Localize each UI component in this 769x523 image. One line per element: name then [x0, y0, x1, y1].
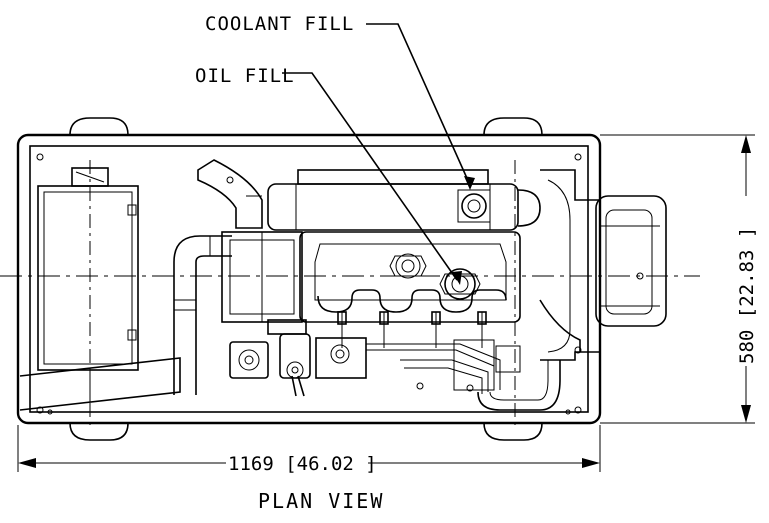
- depth-dimension-label: 580 [22.83 ]: [736, 227, 758, 364]
- exhaust-pipe: [19, 357, 181, 411]
- oil-fill-cap: [439, 268, 481, 300]
- width-dimension: [17, 425, 601, 472]
- heat-exchanger: [267, 169, 541, 231]
- view-title: PLAN VIEW: [258, 489, 384, 513]
- oil-filter: [229, 333, 311, 397]
- depth-dimension: [600, 134, 755, 424]
- coolant-fill-label: COOLANT FILL: [205, 13, 354, 35]
- generator-housing: [37, 167, 139, 371]
- flywheel-housing: [539, 169, 667, 361]
- base-frame: [16, 117, 602, 441]
- fuel-injector-lines: [317, 289, 507, 348]
- oil-fill-label: OIL FILL: [195, 65, 295, 87]
- coolant-fill-leader: [366, 23, 475, 190]
- coolant-fill-cap: [457, 189, 491, 223]
- width-dimension-label: 1169 [46.02 ]: [228, 453, 377, 475]
- coolant-hose-left: [173, 235, 232, 395]
- air-intake-elbow: [197, 159, 263, 229]
- coolant-hose-lower: [477, 360, 561, 411]
- starter-motor: [221, 231, 307, 335]
- valve-cover: [299, 231, 521, 323]
- fuel-pump-assembly: [315, 337, 521, 394]
